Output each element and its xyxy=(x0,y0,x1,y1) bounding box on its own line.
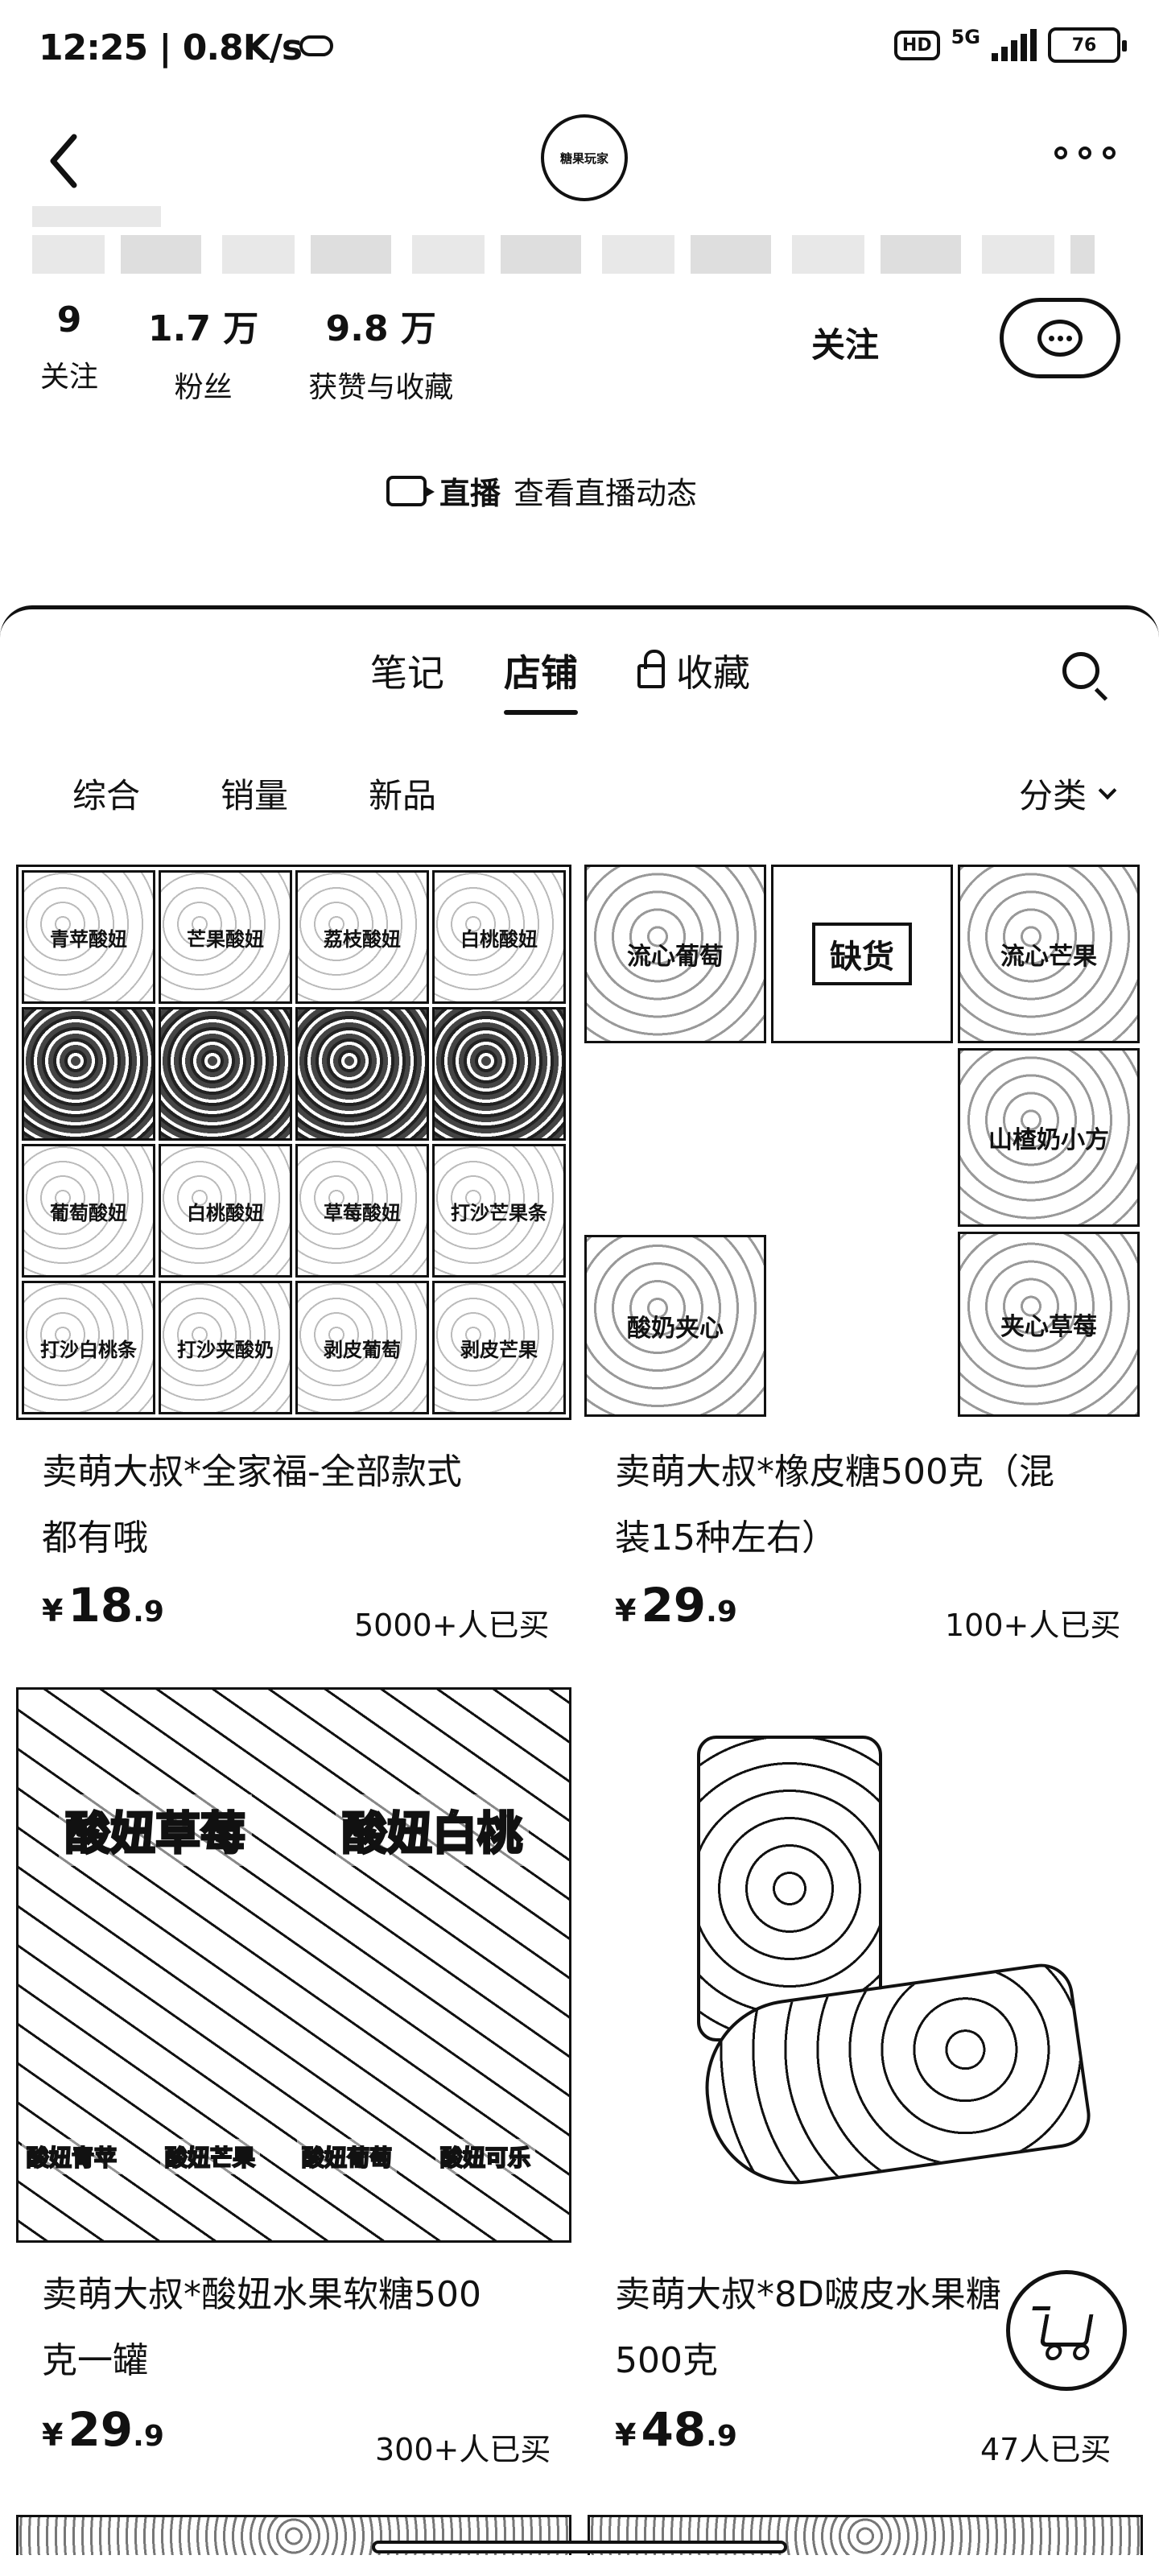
video-camera-icon xyxy=(386,475,435,506)
product-image[interactable]: 酸妞草莓 酸妞白桃 酸妞青苹 酸妞芒果 酸妞葡萄 酸妞可乐 xyxy=(16,1687,571,2243)
product-image[interactable]: 青苹酸妞 芒果酸妞 荔枝酸妞 白桃酸妞 葡萄酸妞 白桃酸妞 草莓酸妞 打沙芒果条… xyxy=(16,865,571,1420)
tab-label: 收藏 xyxy=(676,651,750,695)
product-tile: 剥皮葡萄 xyxy=(295,1281,429,1414)
product-image-label: 酸妞白桃 xyxy=(336,1794,529,1866)
home-indicator[interactable] xyxy=(372,2541,787,2553)
hd-badge: HD xyxy=(893,30,940,60)
stat-value: 9 xyxy=(56,299,82,341)
stat-value: 9.8 万 xyxy=(325,308,436,349)
product-tile: 打沙芒果条 xyxy=(432,1144,566,1278)
product-tile: 缺货 xyxy=(771,865,953,1043)
sort-new[interactable]: 新品 xyxy=(369,776,437,815)
sort-options: 综合 销量 新品 xyxy=(72,769,436,818)
avatar[interactable]: 糖果玩家 xyxy=(541,114,628,201)
chevron-down-icon xyxy=(1098,781,1117,799)
status-bar: 12:25 | 0.8K/s HD 5G 76 xyxy=(0,0,1159,105)
product-tile: 山楂奶小方 xyxy=(958,1048,1140,1227)
product-title[interactable]: 卖萌大叔*橡皮糖500克（混 装15种左右） xyxy=(615,1451,1054,1558)
out-of-stock-label: 缺货 xyxy=(812,923,912,985)
live-text: 查看直播动态 xyxy=(514,476,698,511)
stat-likes[interactable]: 9.8 万 获赞与收藏 xyxy=(308,299,453,406)
tab-label: 店铺 xyxy=(504,651,578,695)
stat-fans[interactable]: 1.7 万 粉丝 xyxy=(148,299,258,406)
product-image-label: 酸妞青苹 xyxy=(22,2139,122,2174)
product-price: ¥29.9 xyxy=(615,1578,737,1633)
product-title[interactable]: 卖萌大叔*全家福-全部款式 都有哦 xyxy=(42,1451,462,1558)
product-tile: 夹心草莓 xyxy=(958,1232,1140,1417)
follow-button[interactable]: 关注 xyxy=(810,324,879,365)
avatar-text: 糖果玩家 xyxy=(559,151,608,166)
signal-icon xyxy=(992,29,1037,61)
product-title[interactable]: 卖萌大叔*酸妞水果软糖500 克一罐 xyxy=(42,2274,481,2381)
product-tile: 荔枝酸妞 xyxy=(295,870,429,1004)
product-tile: 青苹酸妞 xyxy=(22,870,155,1004)
tab-shop[interactable]: 店铺 xyxy=(504,644,578,715)
product-tile: 剥皮芒果 xyxy=(432,1281,566,1414)
product-sold-count: 47人已买 xyxy=(980,2432,1112,2467)
shopping-cart-icon xyxy=(1039,2314,1094,2347)
product-image-label: 酸妞芒果 xyxy=(160,2139,261,2174)
stat-label: 获赞与收藏 xyxy=(308,371,454,404)
stat-label: 关注 xyxy=(40,361,99,394)
tab-bar: 笔记 店铺 收藏 xyxy=(370,644,750,715)
stat-value: 1.7 万 xyxy=(148,308,259,349)
product-image[interactable] xyxy=(584,1687,1143,2243)
chat-button[interactable] xyxy=(1000,298,1120,378)
more-dots-icon[interactable] xyxy=(1054,147,1116,159)
lock-icon xyxy=(637,650,665,688)
sort-comprehensive[interactable]: 综合 xyxy=(72,776,141,815)
product-price: ¥48.9 xyxy=(615,2402,737,2457)
status-time: 12:25 | 0.8K/s xyxy=(39,27,303,68)
live-entry[interactable]: 直播 查看直播动态 xyxy=(386,469,697,513)
search-icon[interactable] xyxy=(1062,652,1099,689)
product-price: ¥29.9 xyxy=(42,2402,164,2457)
sort-sales[interactable]: 销量 xyxy=(221,776,289,815)
status-indicators: HD 5G 76 xyxy=(893,26,1127,63)
product-title[interactable]: 卖萌大叔*8D啵皮水果糖 500克 xyxy=(615,2274,1001,2381)
product-sold-count: 5000+人已买 xyxy=(354,1608,550,1643)
product-price: ¥18.9 xyxy=(42,1578,164,1633)
blurred-description xyxy=(32,235,1095,274)
product-tile xyxy=(295,1007,429,1141)
product-tile: 白桃酸妞 xyxy=(432,870,566,1004)
product-tile: 打沙白桃条 xyxy=(22,1281,155,1414)
category-dropdown[interactable]: 分类 xyxy=(1018,769,1117,818)
chevron-left-icon[interactable] xyxy=(42,129,90,193)
content-sheet xyxy=(0,605,1159,2576)
product-tile: 芒果酸妞 xyxy=(159,870,292,1004)
stat-following[interactable]: 9 关注 xyxy=(40,299,98,406)
product-image[interactable]: 流心葡萄 缺货 流心芒果 山楂奶小方 酸奶夹心 夹心草莓 xyxy=(584,865,1143,1420)
product-tile: 打沙夹酸奶 xyxy=(159,1281,292,1414)
chat-bubble-icon xyxy=(1037,320,1083,357)
product-tile: 白桃酸妞 xyxy=(159,1144,292,1278)
cloud-icon xyxy=(299,35,333,56)
product-tile xyxy=(432,1007,566,1141)
product-tile: 流心芒果 xyxy=(958,865,1140,1043)
network-type: 5G xyxy=(951,26,980,48)
product-tile: 葡萄酸妞 xyxy=(22,1144,155,1278)
product-sold-count: 300+人已买 xyxy=(375,2432,551,2467)
category-label: 分类 xyxy=(1018,776,1087,815)
profile-stats: 9 关注 1.7 万 粉丝 9.8 万 获赞与收藏 xyxy=(40,299,453,406)
cart-button[interactable] xyxy=(1006,2270,1127,2391)
product-tile: 流心葡萄 xyxy=(584,865,766,1043)
tab-notes[interactable]: 笔记 xyxy=(370,644,444,715)
live-label: 直播 xyxy=(439,476,501,511)
battery-icon: 76 xyxy=(1048,27,1127,63)
tab-label: 笔记 xyxy=(370,651,444,695)
product-image-label: 酸妞草莓 xyxy=(59,1794,252,1866)
product-sold-count: 100+人已买 xyxy=(945,1608,1121,1643)
product-tile: 草莓酸妞 xyxy=(295,1144,429,1278)
stat-label: 粉丝 xyxy=(174,371,233,404)
blurred-text xyxy=(32,206,161,227)
product-tile: 酸奶夹心 xyxy=(584,1235,766,1417)
battery-level: 76 xyxy=(1071,35,1097,56)
product-tile xyxy=(159,1007,292,1141)
product-image-label: 酸妞葡萄 xyxy=(297,2139,398,2174)
product-image-label: 酸妞可乐 xyxy=(435,2139,536,2174)
product-tile xyxy=(22,1007,155,1141)
tab-favorites[interactable]: 收藏 xyxy=(637,644,750,715)
